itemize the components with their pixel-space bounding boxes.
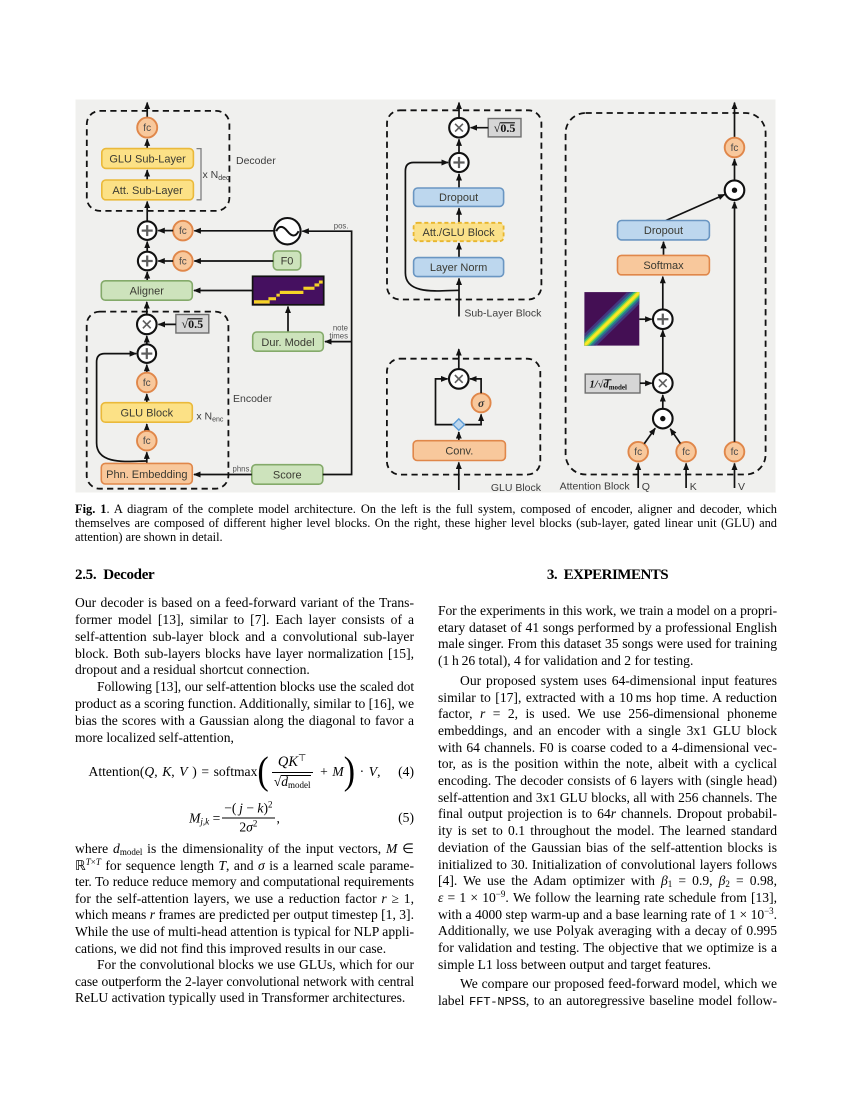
svg-text:Dur. Model: Dur. Model xyxy=(261,337,314,349)
svg-text:times: times xyxy=(329,331,348,340)
svg-text:fc: fc xyxy=(143,378,151,389)
svg-text:σ: σ xyxy=(478,398,485,410)
svg-text:Dropout: Dropout xyxy=(439,192,478,204)
svg-text:fc: fc xyxy=(731,143,739,154)
svg-text:√0.5: √0.5 xyxy=(182,317,204,331)
svg-text:Conv.: Conv. xyxy=(445,446,473,458)
svg-text:fc: fc xyxy=(143,436,151,447)
svg-text:Encoder: Encoder xyxy=(233,393,273,405)
svg-text:fc: fc xyxy=(731,447,739,458)
svg-text:Layer Norm: Layer Norm xyxy=(430,262,487,274)
svg-text:Sub-Layer Block: Sub-Layer Block xyxy=(464,308,542,320)
svg-text:fc: fc xyxy=(634,447,642,458)
svg-text:GLU Sub-Layer: GLU Sub-Layer xyxy=(109,153,186,165)
svg-text:fc: fc xyxy=(143,123,151,134)
svg-text:Attention Block: Attention Block xyxy=(560,481,631,493)
svg-text:Decoder: Decoder xyxy=(236,155,276,167)
svg-text:F0: F0 xyxy=(281,256,294,268)
svg-text:V: V xyxy=(738,481,745,493)
svg-text:pos.: pos. xyxy=(334,222,349,231)
svg-text:Dropout: Dropout xyxy=(644,225,683,237)
svg-text:fc: fc xyxy=(179,257,187,268)
svg-text:Att./GLU Block: Att./GLU Block xyxy=(423,227,496,239)
svg-text:√0.5: √0.5 xyxy=(494,121,516,135)
svg-text:Aligner: Aligner xyxy=(130,286,165,298)
svg-text:Score: Score xyxy=(273,470,302,482)
svg-text:fc: fc xyxy=(682,447,690,458)
svg-text:note: note xyxy=(333,323,348,332)
svg-text:phns.: phns. xyxy=(233,464,252,473)
svg-text:Phn. Embedding: Phn. Embedding xyxy=(106,469,187,481)
svg-text:Softmax: Softmax xyxy=(643,260,684,272)
svg-text:GLU Block: GLU Block xyxy=(121,408,174,420)
svg-text:fc: fc xyxy=(179,226,187,237)
svg-text:K: K xyxy=(690,481,697,493)
svg-text:Q: Q xyxy=(642,481,650,493)
svg-text:Att. Sub-Layer: Att. Sub-Layer xyxy=(112,185,183,197)
svg-text:GLU Block: GLU Block xyxy=(491,482,542,493)
